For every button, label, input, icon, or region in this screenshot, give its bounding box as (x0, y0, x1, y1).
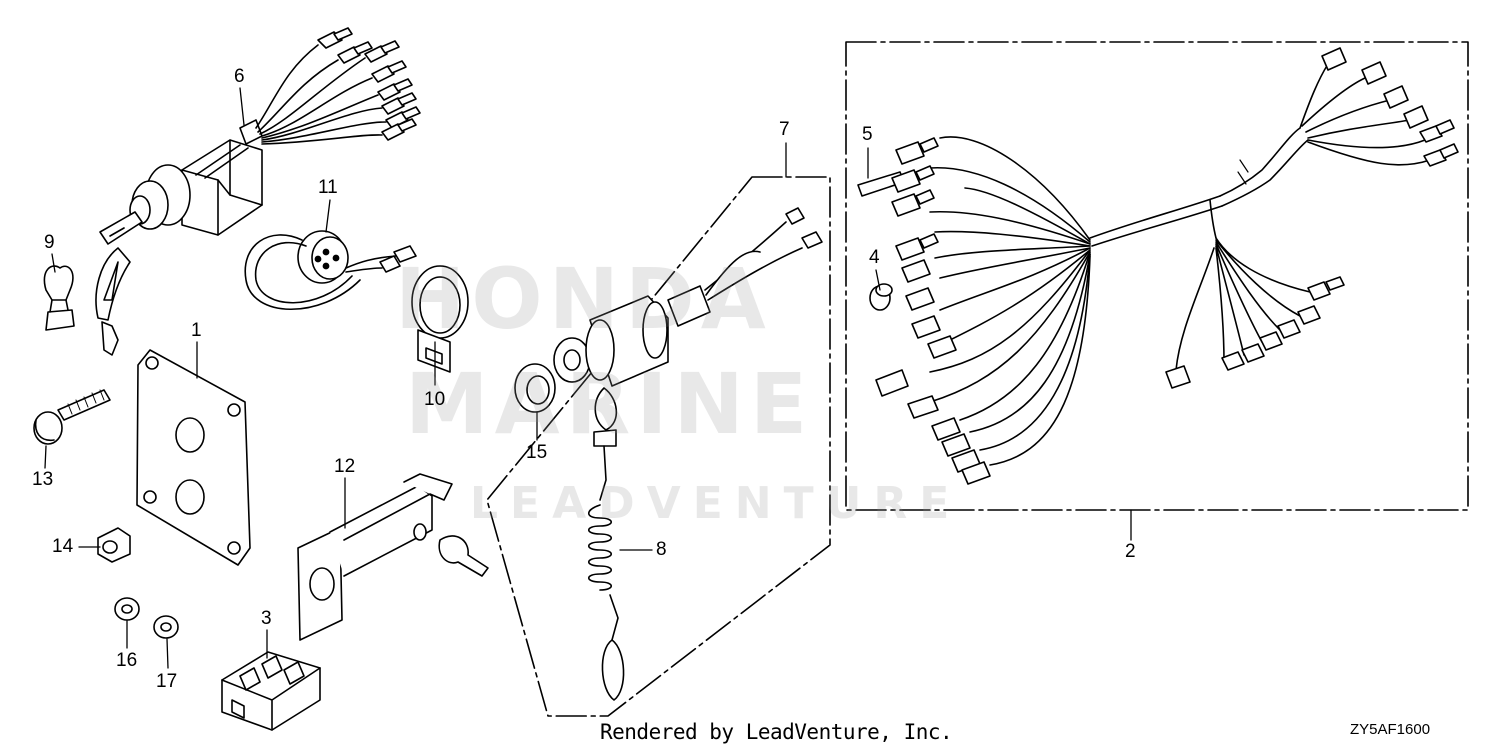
callout-12: 12 (334, 456, 356, 477)
callout-4: 4 (869, 247, 880, 268)
buzzer-drawing (244, 230, 417, 310)
callout-15: 15 (526, 442, 548, 463)
seal-ring-drawing (514, 363, 556, 413)
leader-6 (239, 87, 245, 126)
callout-5: 5 (862, 124, 873, 145)
clamp-band-drawing (411, 265, 469, 373)
leader-9 (51, 253, 56, 273)
callout-6: 6 (234, 66, 245, 87)
screw-drawing (33, 389, 111, 445)
watermark-brand-line1: HONDA (395, 250, 772, 348)
callout-1: 1 (191, 320, 202, 341)
ignition-switch-drawing (95, 27, 421, 356)
callout-17: 17 (156, 671, 178, 692)
switch-panel-drawing (136, 349, 251, 566)
leader-4 (875, 269, 881, 291)
leader-13 (44, 445, 47, 469)
harness-group-box (845, 41, 1469, 511)
callout-8: 8 (656, 539, 667, 560)
callout-16: 16 (116, 650, 138, 671)
main-harness-drawing (875, 47, 1459, 485)
callout-13: 13 (32, 469, 54, 490)
leader-11 (325, 199, 331, 233)
key-clip-drawing (43, 265, 75, 331)
callout-10: 10 (424, 389, 446, 410)
diagram-code: ZY5AF1600 (1350, 721, 1431, 738)
washers-drawing (114, 597, 179, 639)
callout-7: 7 (779, 119, 790, 140)
nut-drawing (97, 527, 131, 563)
callout-9: 9 (44, 232, 55, 253)
kill-switch-group-box (486, 176, 831, 717)
callout-3: 3 (261, 608, 272, 629)
lanyard-drawing (587, 387, 625, 701)
watermark-brand-line2: MARINE (405, 355, 814, 453)
watermark-vendor: LEADVENTURE (470, 478, 962, 529)
leader-17 (166, 638, 169, 669)
callout-14: 14 (52, 536, 74, 557)
bracket-drawing (297, 473, 489, 641)
leader-lines (44, 87, 1132, 669)
grommet-drawing (869, 283, 893, 311)
render-credit: Rendered by LeadVenture, Inc. (600, 720, 953, 744)
callout-2: 2 (1125, 541, 1136, 562)
kill-switch-drawing (553, 207, 823, 387)
coupler-drawing (221, 651, 321, 731)
callout-11: 11 (318, 177, 338, 198)
